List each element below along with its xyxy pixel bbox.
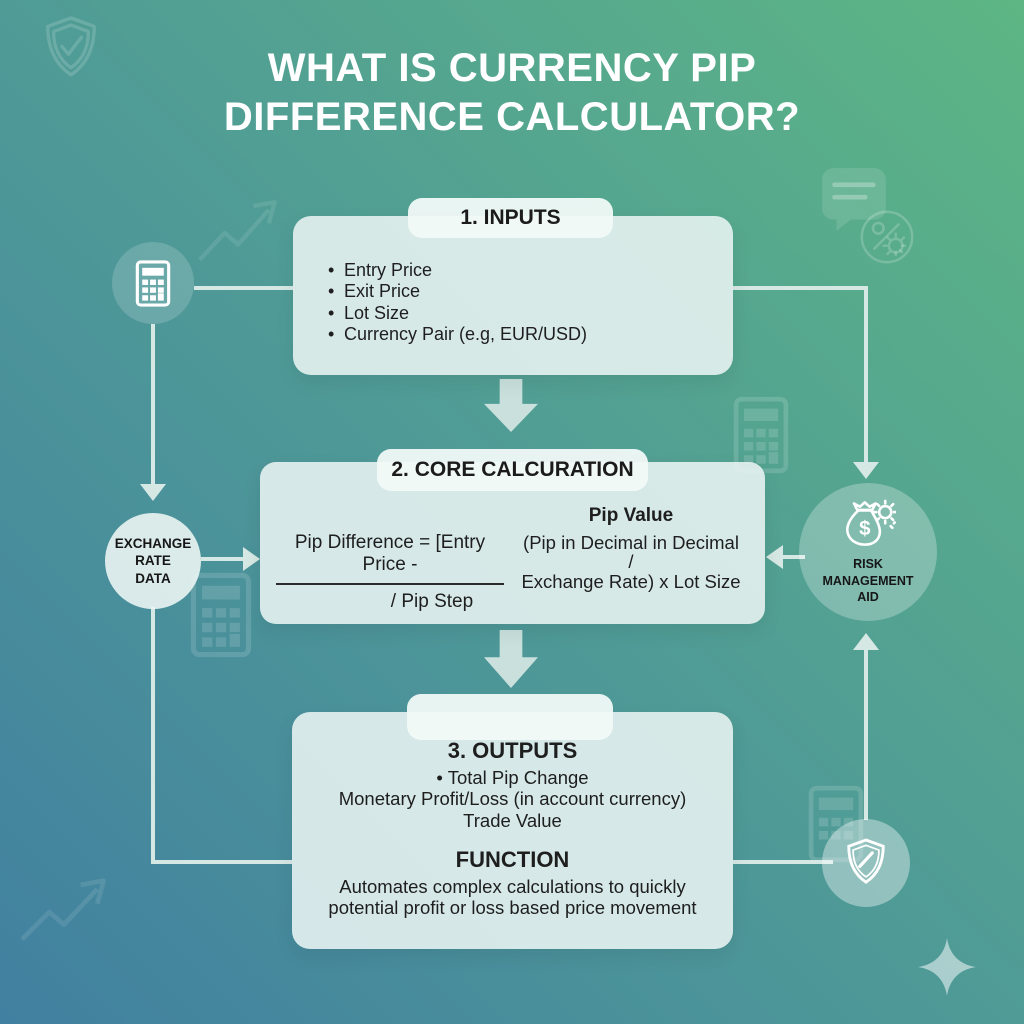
formula-denominator: / Pip Step <box>390 591 474 612</box>
list-item: Entry Price <box>328 260 587 282</box>
calculator-watermark-icon <box>190 572 252 658</box>
pip-value-line1: (Pip in Decimal in Decimal <box>523 531 739 553</box>
page-title-line2: DIFFERENCE CALCULATOR? <box>223 94 801 139</box>
outputs-content: 3. OUTPUTS • Total Pip Change Monetary P… <box>292 740 733 919</box>
list-item: Trade Value <box>463 809 562 831</box>
risk-node-line1: RISK <box>853 556 883 571</box>
connector-inputs-to-risk-v <box>864 286 868 462</box>
connector-shield-to-risk <box>864 650 868 820</box>
connector-calculator-to-exchange <box>151 324 155 484</box>
arrowhead-left-icon <box>766 545 783 569</box>
pip-difference-formula: Pip Difference = [Entry Price - / Pip St… <box>276 532 504 613</box>
risk-management-aid-node: $ RISK MANAGEMENT AID <box>799 483 937 621</box>
page-title-line1: WHAT IS CURRENCY PIP <box>267 46 757 90</box>
page-title: WHAT IS CURRENCY PIP DIFFERENCE CALCULAT… <box>0 44 1024 142</box>
inputs-box-tab-label: 1. INPUTS <box>460 206 561 229</box>
svg-text:$: $ <box>859 517 871 540</box>
formula-numerator: Pip Difference = [Entry Price - <box>276 532 504 585</box>
arrowhead-down-icon <box>853 462 879 479</box>
arrowhead-up-icon <box>853 633 879 650</box>
calculator-watermark-icon <box>808 785 864 863</box>
risk-node-line3: AID <box>857 590 879 605</box>
arrowhead-down-icon <box>140 484 166 501</box>
calculator-node <box>112 242 194 324</box>
inputs-list: Entry Price Exit Price Lot Size Currency… <box>328 260 587 346</box>
pip-value-line3: Exchange Rate) x Lot Size <box>521 570 741 592</box>
function-line1: Automates complex calculations to quickl… <box>339 875 686 897</box>
list-item: • Total Pip Change <box>436 766 589 788</box>
flow-arrow-calculation-to-outputs-icon <box>484 630 538 688</box>
connector-inputs-to-risk-h <box>733 286 868 290</box>
list-item: Monetary Profit/Loss (in account currenc… <box>338 788 687 809</box>
percent-gear-watermark-icon <box>860 210 914 264</box>
calculation-box-tab-label: 2. CORE CALCURATION <box>391 458 634 481</box>
exchange-node-line2: RATE <box>135 553 171 569</box>
connector-risk-to-calculation <box>783 555 805 559</box>
function-heading: FUNCTION <box>455 847 570 872</box>
exchange-node-line1: EXCHANGE <box>114 535 192 551</box>
pip-value-line2: / <box>628 551 634 572</box>
growth-arrow-watermark-icon <box>20 878 106 941</box>
flow-arrow-inputs-to-calculation-icon <box>484 379 538 432</box>
calculation-box-tab: 2. CORE CALCURATION <box>377 449 648 491</box>
connector-exchange-to-outputs-h <box>151 860 292 864</box>
inputs-box-tab: 1. INPUTS <box>408 198 613 238</box>
connector-calculator-to-inputs <box>194 286 293 290</box>
shield-check-watermark-icon <box>46 16 96 77</box>
sparkle-icon <box>918 938 976 996</box>
exchange-node-line3: DATA <box>135 570 171 586</box>
pip-value-formula: Pip Value (Pip in Decimal in Decimal / E… <box>500 506 762 591</box>
arrowhead-right-icon <box>243 547 260 571</box>
function-line2: potential profit or loss based price mov… <box>328 897 697 918</box>
connector-exchange-to-outputs-v <box>151 607 155 862</box>
chat-bubble-watermark-icon <box>822 168 886 231</box>
connector-exchange-to-calculation <box>201 557 243 561</box>
outputs-heading: 3. OUTPUTS <box>447 738 578 763</box>
list-item: Currency Pair (e.g, EUR/USD) <box>328 324 587 346</box>
money-bag-dollar-gear-icon: $ <box>846 499 896 546</box>
calculator-icon <box>135 259 171 307</box>
outputs-box-tab <box>407 694 613 740</box>
security-node <box>822 819 910 907</box>
pip-value-heading: Pip Value <box>588 505 674 526</box>
exchange-rate-data-node: EXCHANGE RATE DATA <box>105 513 201 609</box>
outputs-box <box>292 712 733 949</box>
list-item: Lot Size <box>328 303 587 325</box>
list-item: Exit Price <box>328 281 587 303</box>
shield-check-icon <box>847 838 885 884</box>
connector-outputs-to-shield <box>733 860 833 864</box>
risk-node-line2: MANAGEMENT <box>822 573 914 588</box>
growth-arrow-watermark-icon <box>198 200 277 262</box>
